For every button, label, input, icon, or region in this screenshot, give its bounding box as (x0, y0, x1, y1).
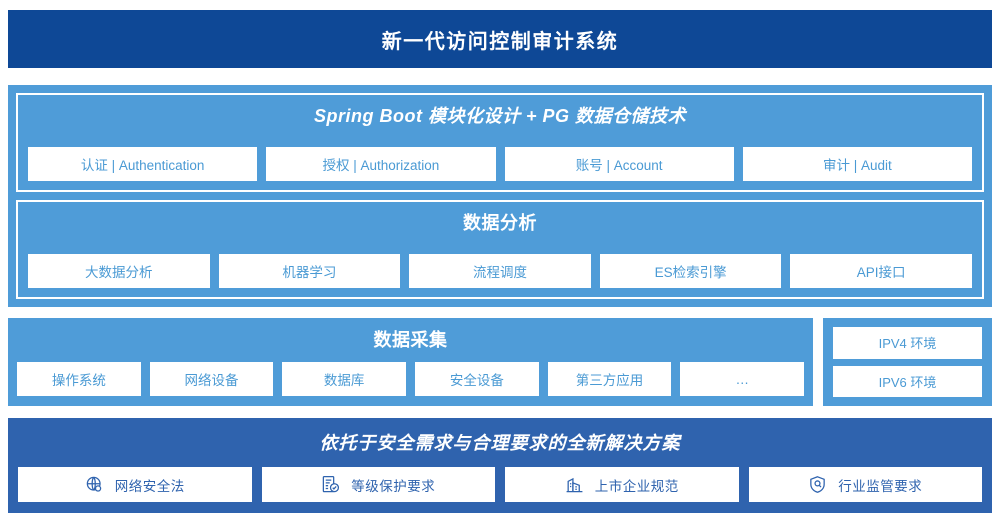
chip-authentication[interactable]: 认证 | Authentication (28, 147, 258, 181)
page-title: 新一代访问控制审计系统 (381, 30, 619, 53)
chip-ipv6-environment[interactable]: IPV6 环境 (833, 365, 982, 397)
compliance-panel-title: 依托于安全需求与合理要求的全新解决方案 (319, 433, 681, 453)
chip-operating-system[interactable]: 操作系统 (17, 362, 141, 396)
chip-api-interface[interactable]: API接口 (790, 254, 972, 288)
chip-listed-enterprise-standard[interactable]: 上市企业规范 (505, 467, 739, 502)
data-collection-title: 数据采集 (373, 330, 448, 350)
chip-machine-learning[interactable]: 机器学习 (218, 254, 401, 288)
ip-environment-panel: IPV4 环境 IPV6 环境 (823, 318, 992, 406)
chip-label: 上市企业规范 (594, 478, 679, 494)
data-analysis-section: 数据分析 大数据分析 机器学习 流程调度 ES检索引擎 API接口 (16, 200, 984, 299)
data-analysis-section-title: 数据分析 (463, 213, 537, 233)
chip-database[interactable]: 数据库 (282, 362, 407, 396)
chip-third-party-app[interactable]: 第三方应用 (547, 362, 672, 396)
chip-process-scheduling[interactable]: 流程调度 (409, 254, 591, 288)
spring-boot-section: Spring Boot 模块化设计 + PG 数据仓储技术 认证 | Authe… (16, 93, 984, 192)
chip-label: 行业监管要求 (838, 478, 923, 494)
globe-icon (85, 475, 104, 494)
data-collection-panel: 数据采集 操作系统 网络设备 数据库 安全设备 第三方应用 … (8, 318, 813, 406)
collection-row: 数据采集 操作系统 网络设备 数据库 安全设备 第三方应用 … IPV4 环境 … (8, 318, 992, 406)
chip-label: 网络安全法 (114, 478, 185, 494)
chip-classified-protection[interactable]: 等级保护要求 (261, 467, 495, 502)
compliance-panel: 依托于安全需求与合理要求的全新解决方案 网络安全法 (8, 418, 992, 513)
chip-label: 等级保护要求 (351, 478, 436, 494)
data-collection-chip-row: 操作系统 网络设备 数据库 安全设备 第三方应用 … (17, 362, 805, 396)
chip-audit[interactable]: 审计 | Audit (742, 147, 972, 181)
chip-more[interactable]: … (680, 362, 805, 396)
chip-network-device[interactable]: 网络设备 (149, 362, 274, 396)
architecture-panel: Spring Boot 模块化设计 + PG 数据仓储技术 认证 | Authe… (8, 85, 992, 307)
document-check-icon (321, 475, 340, 494)
chip-account[interactable]: 账号 | Account (504, 147, 734, 181)
data-analysis-chip-row: 大数据分析 机器学习 流程调度 ES检索引擎 API接口 (28, 254, 972, 288)
building-icon (565, 475, 584, 494)
chip-es-search-engine[interactable]: ES检索引擎 (599, 254, 782, 288)
shield-search-icon (808, 475, 827, 494)
chip-ipv4-environment[interactable]: IPV4 环境 (833, 327, 982, 359)
spring-boot-chip-row: 认证 | Authentication 授权 | Authorization 账… (28, 147, 972, 181)
chip-industry-regulation[interactable]: 行业监管要求 (748, 467, 982, 502)
chip-big-data-analysis[interactable]: 大数据分析 (28, 254, 210, 288)
chip-security-device[interactable]: 安全设备 (415, 362, 539, 396)
chip-authorization[interactable]: 授权 | Authorization (266, 147, 496, 181)
chip-cybersecurity-law[interactable]: 网络安全法 (18, 467, 252, 502)
compliance-chip-row: 网络安全法 等级保护要求 (18, 467, 982, 502)
spring-boot-section-title: Spring Boot 模块化设计 + PG 数据仓储技术 (313, 106, 686, 126)
page-header: 新一代访问控制审计系统 (8, 10, 992, 68)
